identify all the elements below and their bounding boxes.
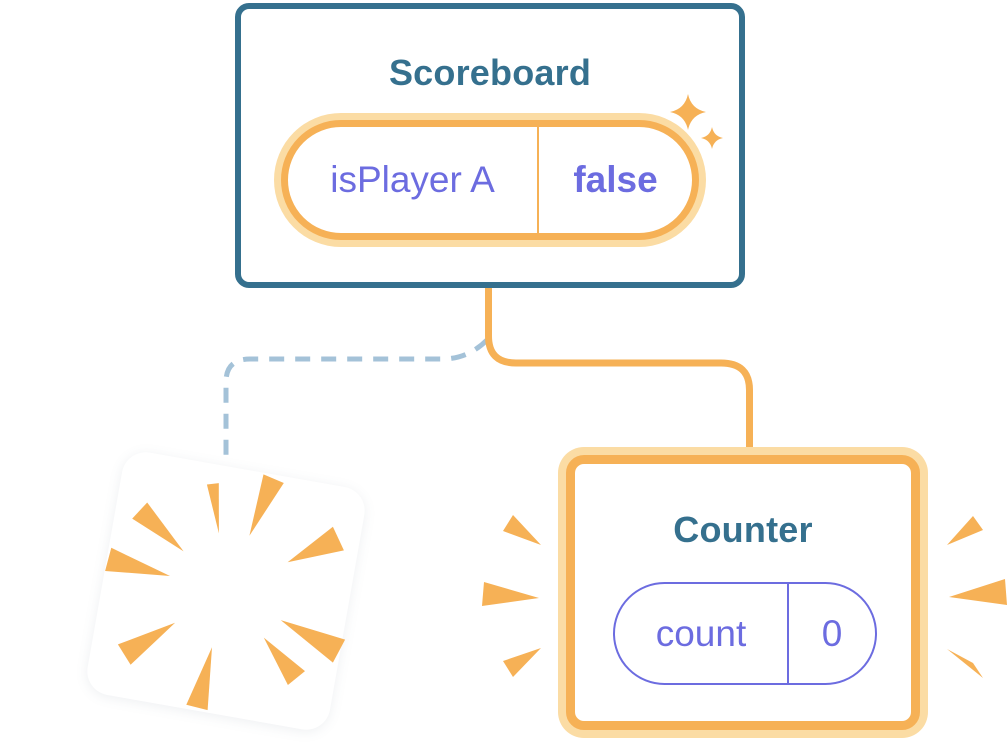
counter-state-value: 0 xyxy=(821,612,843,654)
scoreboard-title: Scoreboard xyxy=(388,52,592,93)
emphasis-burst-icon xyxy=(482,582,539,606)
tree-edge-to-counter xyxy=(485,285,753,458)
removed-component-card xyxy=(83,448,369,734)
counter-state-pill: count 0 xyxy=(613,582,877,685)
counter-state-name: count xyxy=(655,612,747,654)
tree-edge-to-removed-component xyxy=(223,338,489,459)
pill-divider xyxy=(787,584,789,683)
counter-title: Counter xyxy=(673,509,813,550)
emphasis-burst-icon xyxy=(503,648,541,677)
emphasis-burst-icon xyxy=(503,515,541,545)
scoreboard-state-value: false xyxy=(573,159,658,200)
emphasis-burst-icon xyxy=(949,579,1007,605)
emphasis-burst-icon xyxy=(947,649,983,678)
pill-divider xyxy=(537,127,539,233)
scoreboard-state-pill: isPlayer A false xyxy=(281,120,699,240)
scoreboard-state-name: isPlayer A xyxy=(330,159,495,200)
emphasis-burst-icon xyxy=(947,516,983,545)
